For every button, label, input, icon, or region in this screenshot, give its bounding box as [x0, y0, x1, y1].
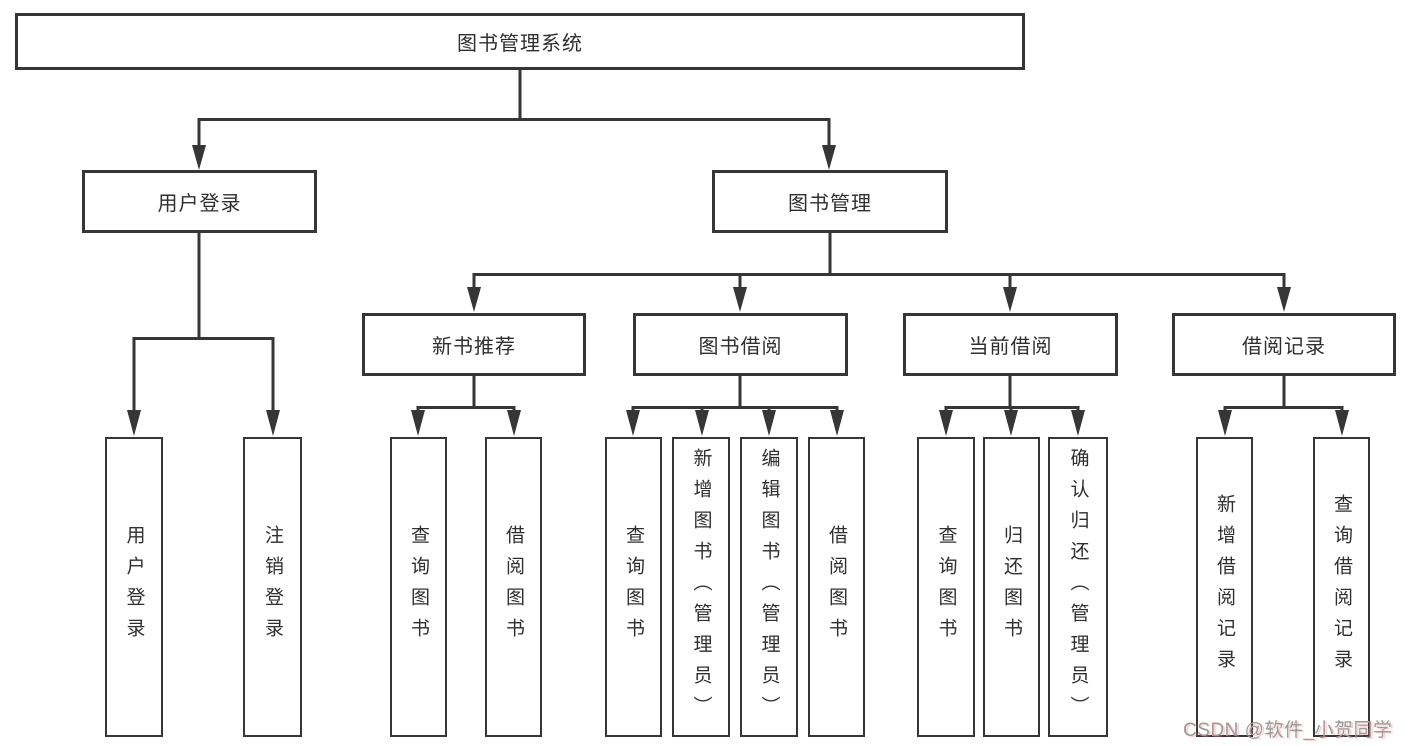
leaf-user-login-label: 用户登录: [123, 525, 145, 649]
node-book-borrowing-label: 图书借阅: [698, 336, 783, 358]
leaf-br-query-record-label: 查询借阅记录: [1331, 494, 1352, 680]
arrowheads: [127, 145, 1349, 436]
leaf-bb-query-books: 查询图书: [605, 437, 662, 737]
node-book-borrowing: 图书借阅: [633, 313, 848, 376]
leaf-bb-add-books-admin: 新增图书（管理员）: [672, 437, 730, 737]
node-root-system-label: 图书管理系统: [457, 33, 583, 55]
leaf-br-add-record-label: 新增借阅记录: [1214, 494, 1235, 680]
leaf-bb-edit-books-admin: 编辑图书（管理员）: [740, 437, 798, 737]
leaf-nb-query-books: 查询图书: [390, 437, 447, 737]
node-current-borrowing-label: 当前借阅: [968, 336, 1053, 358]
node-borrowing-records: 借阅记录: [1172, 313, 1396, 376]
node-new-book-recommend: 新书推荐: [362, 313, 586, 376]
node-root-system: 图书管理系统: [15, 13, 1025, 70]
node-book-management-label: 图书管理: [788, 193, 872, 215]
leaf-bb-add-books-admin-label: 新增图书（管理员）: [690, 447, 712, 727]
leaf-cb-return-books-label: 归还图书: [1001, 525, 1022, 649]
node-user-login-label: 用户登录: [157, 193, 242, 215]
leaf-bb-borrow-books: 借阅图书: [808, 437, 865, 737]
node-user-login: 用户登录: [82, 170, 317, 233]
csdn-watermark: CSDN @软件_小贺同学: [1183, 720, 1393, 741]
leaf-logout-label: 注销登录: [262, 525, 283, 649]
leaf-bb-edit-books-admin-label: 编辑图书（管理员）: [758, 447, 780, 727]
leaf-cb-confirm-return-admin: 确认归还（管理员）: [1048, 437, 1108, 737]
leaf-nb-query-books-label: 查询图书: [408, 525, 429, 649]
node-borrowing-records-label: 借阅记录: [1242, 336, 1326, 358]
leaf-logout: 注销登录: [243, 437, 302, 737]
leaf-cb-query-books: 查询图书: [917, 437, 975, 737]
node-book-management: 图书管理: [712, 170, 948, 233]
leaf-cb-query-books-label: 查询图书: [935, 525, 957, 649]
leaf-br-add-record: 新增借阅记录: [1196, 437, 1253, 737]
leaf-br-query-record: 查询借阅记录: [1313, 437, 1370, 737]
leaf-nb-borrow-books: 借阅图书: [485, 437, 542, 737]
node-current-borrowing: 当前借阅: [903, 313, 1118, 376]
leaf-bb-query-books-label: 查询图书: [623, 525, 644, 649]
leaf-user-login: 用户登录: [105, 437, 163, 737]
leaf-bb-borrow-books-label: 借阅图书: [826, 525, 847, 649]
leaf-cb-confirm-return-admin-label: 确认归还（管理员）: [1067, 447, 1089, 727]
node-new-book-recommend-label: 新书推荐: [432, 336, 516, 358]
leaf-cb-return-books: 归还图书: [983, 437, 1040, 737]
leaf-nb-borrow-books-label: 借阅图书: [503, 525, 524, 649]
